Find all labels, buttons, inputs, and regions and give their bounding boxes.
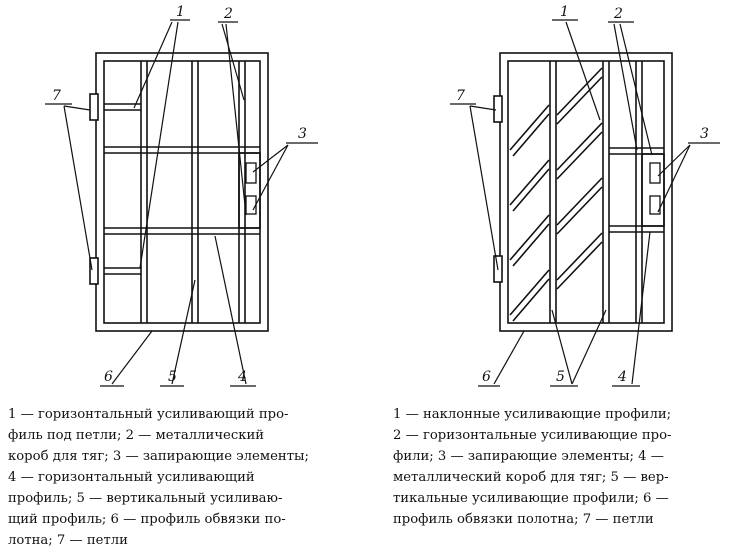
caption-line: щий профиль; 6 — профиль обвязки по- [8, 512, 286, 527]
right-callout-5: 5 [556, 369, 565, 385]
left-callout-2: 2 [223, 6, 233, 22]
right-outer-frame [499, 52, 673, 332]
right-rod-box [641, 153, 665, 227]
right-callout-6: 6 [482, 369, 491, 385]
right-diagonal-profiles [509, 67, 603, 322]
caption-line: 2 — горизонтальные усиливающие про- [393, 428, 672, 443]
left-callout-1: 1 [176, 4, 185, 20]
left-callout-3: 3 [298, 126, 307, 142]
left-callout-4: 4 [237, 369, 247, 385]
left-rod-box [238, 152, 261, 229]
right-hinge-top [493, 95, 503, 123]
right-door-diagram [493, 52, 673, 332]
left-callout-6: 6 [104, 369, 113, 385]
caption-line: фили; 3 — запирающие элементы; 4 — [393, 449, 664, 464]
right-leader-lines [450, 19, 720, 387]
right-callout-7: 7 [456, 88, 465, 104]
right-inner-frame [507, 60, 665, 324]
caption-line: филь под петли; 2 — металлический [8, 428, 265, 443]
left-horizontal-profiles [104, 103, 260, 275]
right-callout-1: 1 [560, 4, 569, 20]
right-caption: 1 — наклонные усиливающие профили; 2 — г… [393, 404, 748, 530]
left-hinge-top [89, 93, 99, 121]
caption-line: 1 — наклонные усиливающие профили; [393, 407, 672, 422]
left-callout-5: 5 [168, 369, 177, 385]
left-locking-element [245, 162, 257, 184]
right-callout-2: 2 [613, 6, 623, 22]
right-callout-3: 3 [700, 126, 709, 142]
left-leader-lines [45, 19, 318, 387]
caption-line: лотна; 7 — петли [8, 533, 128, 548]
left-inner-frame [103, 60, 261, 324]
caption-line: 1 — горизонтальный усиливающий про- [8, 407, 289, 422]
left-outer-frame [95, 52, 269, 332]
caption-line: профиль обвязки полотна; 7 — петли [393, 512, 654, 527]
caption-line: 4 — горизонтальный усиливающий [8, 470, 255, 485]
left-hinge-bottom [89, 257, 99, 285]
left-door-diagram [89, 52, 269, 332]
caption-line: тикальные усиливающие профили; 6 — [393, 491, 669, 506]
left-callout-7: 7 [52, 88, 61, 104]
right-callout-4: 4 [617, 369, 627, 385]
caption-line: короб для тяг; 3 — запирающие элементы; [8, 449, 309, 464]
right-locking-element [649, 162, 661, 184]
left-locking-element-lower [245, 195, 257, 215]
right-locking-element-lower [649, 195, 661, 215]
left-vertical-profiles [140, 61, 246, 323]
left-caption: 1 — горизонтальный усиливающий про- филь… [8, 404, 368, 551]
caption-line: профиль; 5 — вертикальный усиливаю- [8, 491, 283, 506]
caption-line: металлический короб для тяг; 5 — вер- [393, 470, 669, 485]
